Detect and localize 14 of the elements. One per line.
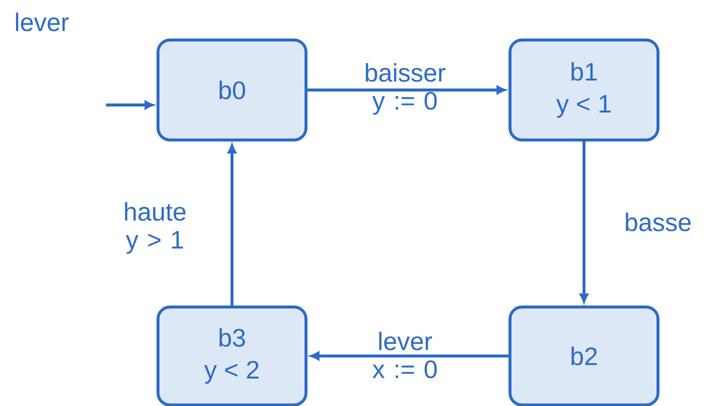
- state-box: b2: [508, 306, 660, 406]
- arrow: [307, 86, 506, 94]
- state-box: b3 y < 2: [156, 306, 308, 406]
- arrow: [106, 100, 154, 110]
- arrow: [310, 352, 509, 360]
- edge-label: baisser y := 0: [366, 63, 446, 115]
- state-box: b0: [156, 38, 308, 142]
- edge-label: basse: [626, 212, 691, 232]
- arrow: [580, 141, 588, 302]
- arrow: [228, 144, 236, 306]
- edge-label: haute y > 1: [125, 202, 186, 254]
- state-label: lever: [16, 12, 69, 32]
- state-box: b1 y < 1: [508, 38, 660, 142]
- edge-label: lever x := 0: [372, 332, 437, 378]
